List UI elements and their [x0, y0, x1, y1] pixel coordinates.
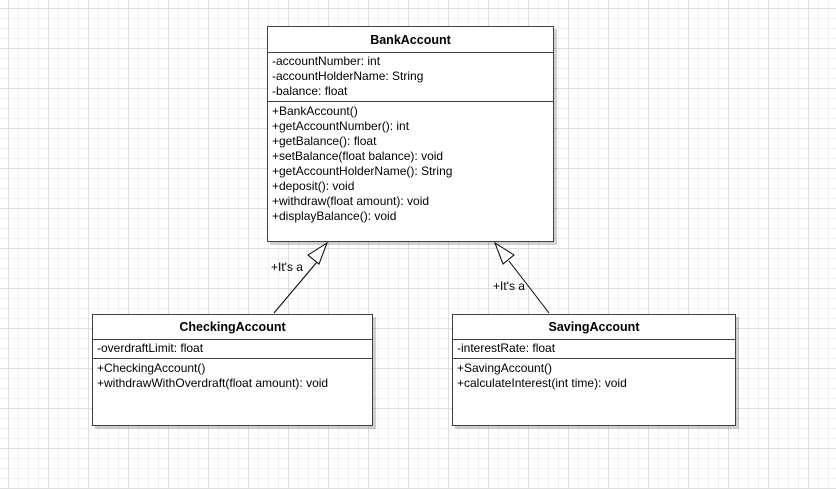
attribute: -accountHolderName: String	[272, 69, 424, 83]
generalization-line-saving[interactable]	[508, 260, 550, 314]
class-saving-account[interactable]: SavingAccount -interestRate: float +Savi…	[452, 314, 736, 426]
operation: +setBalance(float balance): void	[272, 149, 444, 163]
operations-compartment: +SavingAccount() +calculateInterest(int …	[453, 359, 735, 393]
attribute: -accountNumber: int	[272, 54, 381, 68]
operation: +displayBalance(): void	[272, 209, 397, 223]
attribute: -interestRate: float	[457, 341, 556, 355]
operation: +withdrawWithOverdraft(float amount): vo…	[97, 376, 329, 390]
operation: +getAccountHolderName(): String	[272, 164, 453, 178]
operations-compartment: +CheckingAccount() +withdrawWithOverdraf…	[93, 359, 372, 393]
class-name: BankAccount	[268, 27, 553, 53]
operations-compartment: +BankAccount() +getAccountNumber(): int …	[268, 102, 553, 226]
generalization-line-checking[interactable]	[273, 261, 318, 314]
operation: +BankAccount()	[272, 104, 358, 118]
generalization-arrowhead-checking	[307, 241, 329, 265]
class-name: CheckingAccount	[93, 315, 372, 340]
operation: +getAccountNumber(): int	[272, 119, 410, 133]
relation-label-saving: +It's a	[493, 279, 525, 293]
attribute: -balance: float	[272, 84, 348, 98]
relation-label-checking: +It's a	[271, 260, 303, 274]
class-bank-account[interactable]: BankAccount -accountNumber: int -account…	[267, 26, 554, 242]
generalization-arrowhead-saving	[493, 241, 515, 265]
class-name: SavingAccount	[453, 315, 735, 340]
operation: +deposit(): void	[272, 179, 355, 193]
attributes-compartment: -accountNumber: int -accountHolderName: …	[268, 53, 553, 102]
operation: +withdraw(float amount): void	[272, 194, 430, 208]
attributes-compartment: -overdraftLimit: float	[93, 340, 372, 359]
class-checking-account[interactable]: CheckingAccount -overdraftLimit: float +…	[92, 314, 373, 426]
attributes-compartment: -interestRate: float	[453, 340, 735, 359]
operation: +getBalance(): float	[272, 134, 377, 148]
operation: +SavingAccount()	[457, 361, 553, 375]
operation: +CheckingAccount()	[97, 361, 206, 375]
attribute: -overdraftLimit: float	[97, 341, 204, 355]
operation: +calculateInterest(int time): void	[457, 376, 627, 390]
